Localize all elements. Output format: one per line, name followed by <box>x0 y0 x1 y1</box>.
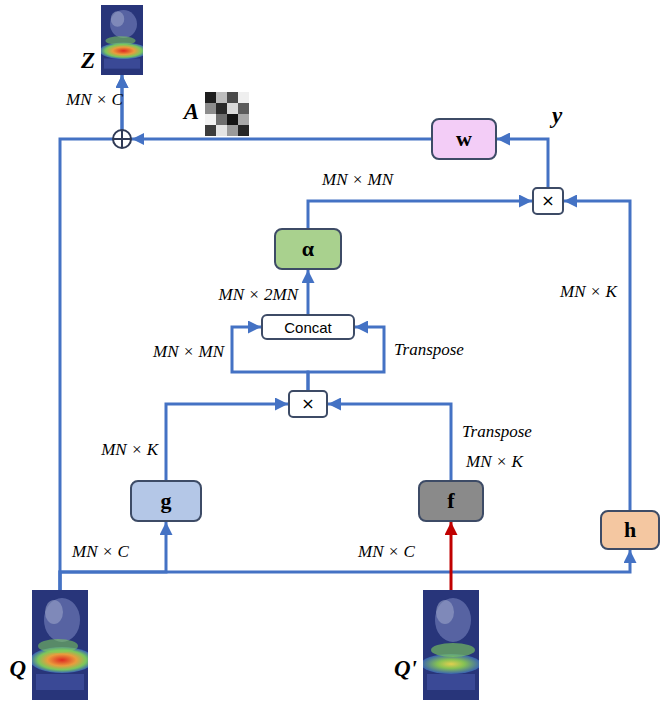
process-box: f <box>418 480 484 522</box>
dimension-label: MN × K <box>466 453 523 472</box>
node-label: × <box>301 396 314 412</box>
dimension-label: MN × C <box>358 543 415 562</box>
input-feature-map: Q <box>32 590 88 700</box>
dimension-label: Transpose <box>462 423 532 442</box>
matrix-cell <box>216 125 227 136</box>
matrix-cell <box>216 114 227 125</box>
connector-arrow <box>60 522 166 590</box>
matrix-cell <box>238 114 249 125</box>
process-box: g <box>130 480 202 522</box>
matrix-cell <box>227 114 238 125</box>
symbol-label: y <box>552 103 562 128</box>
dimension-label: MN × K <box>101 441 158 460</box>
concat-box: Concat <box>261 314 355 340</box>
connector-arrow <box>328 404 451 480</box>
node-label: Concat <box>284 320 332 335</box>
connector-arrow <box>564 201 630 510</box>
connector-arrow <box>450 522 453 590</box>
dimension-label: MN × C <box>66 91 123 110</box>
dimension-label: MN × 2MN <box>219 286 298 305</box>
output-feature-map: Z <box>101 5 143 75</box>
multiply-box: × <box>288 390 328 418</box>
matrix-cell <box>205 92 216 103</box>
arrow-head <box>132 133 144 145</box>
connector-arrow <box>308 201 532 228</box>
sum-symbol <box>113 130 131 148</box>
symbol-label: A <box>184 99 199 124</box>
matrix-cell <box>216 103 227 114</box>
node-label: × <box>541 193 554 209</box>
connector-arrow <box>166 404 288 480</box>
process-box: h <box>600 510 660 550</box>
input-feature-map: Q' <box>423 590 479 700</box>
process-box: w <box>431 118 497 160</box>
matrix-cell <box>238 92 249 103</box>
node-label: g <box>161 490 172 512</box>
dimension-label: MN × C <box>72 543 129 562</box>
dimension-label: MN × MN <box>322 171 393 190</box>
matrix-cell <box>205 103 216 114</box>
node-label: f <box>447 490 454 512</box>
heatmap-image <box>32 590 88 700</box>
connector-arrow <box>497 139 548 187</box>
image-label: Q' <box>394 657 417 680</box>
matrix-cell <box>216 92 227 103</box>
node-label: h <box>624 519 636 541</box>
heatmap-image <box>423 590 479 700</box>
matrix-cell <box>238 103 249 114</box>
dimension-label: MN × MN <box>153 343 224 362</box>
matrix-cell <box>205 114 216 125</box>
matrix-cell <box>227 103 238 114</box>
multiply-box: × <box>532 187 564 215</box>
node-label: α <box>302 238 314 260</box>
connector-arrow <box>122 75 431 139</box>
image-label: Z <box>81 48 95 71</box>
matrix-cell <box>227 125 238 136</box>
image-label: Q <box>9 657 26 680</box>
attention-matrix <box>205 92 249 136</box>
connector-arrow <box>60 75 122 590</box>
heatmap-image <box>101 5 143 75</box>
dimension-label: MN × K <box>560 283 617 302</box>
matrix-cell <box>205 125 216 136</box>
matrix-cell <box>238 125 249 136</box>
matrix-cell <box>227 92 238 103</box>
node-label: w <box>456 128 472 150</box>
connector-arrow <box>60 550 630 590</box>
dimension-label: Transpose <box>394 341 464 360</box>
connector-arrow <box>307 270 310 314</box>
process-box: α <box>274 228 342 270</box>
